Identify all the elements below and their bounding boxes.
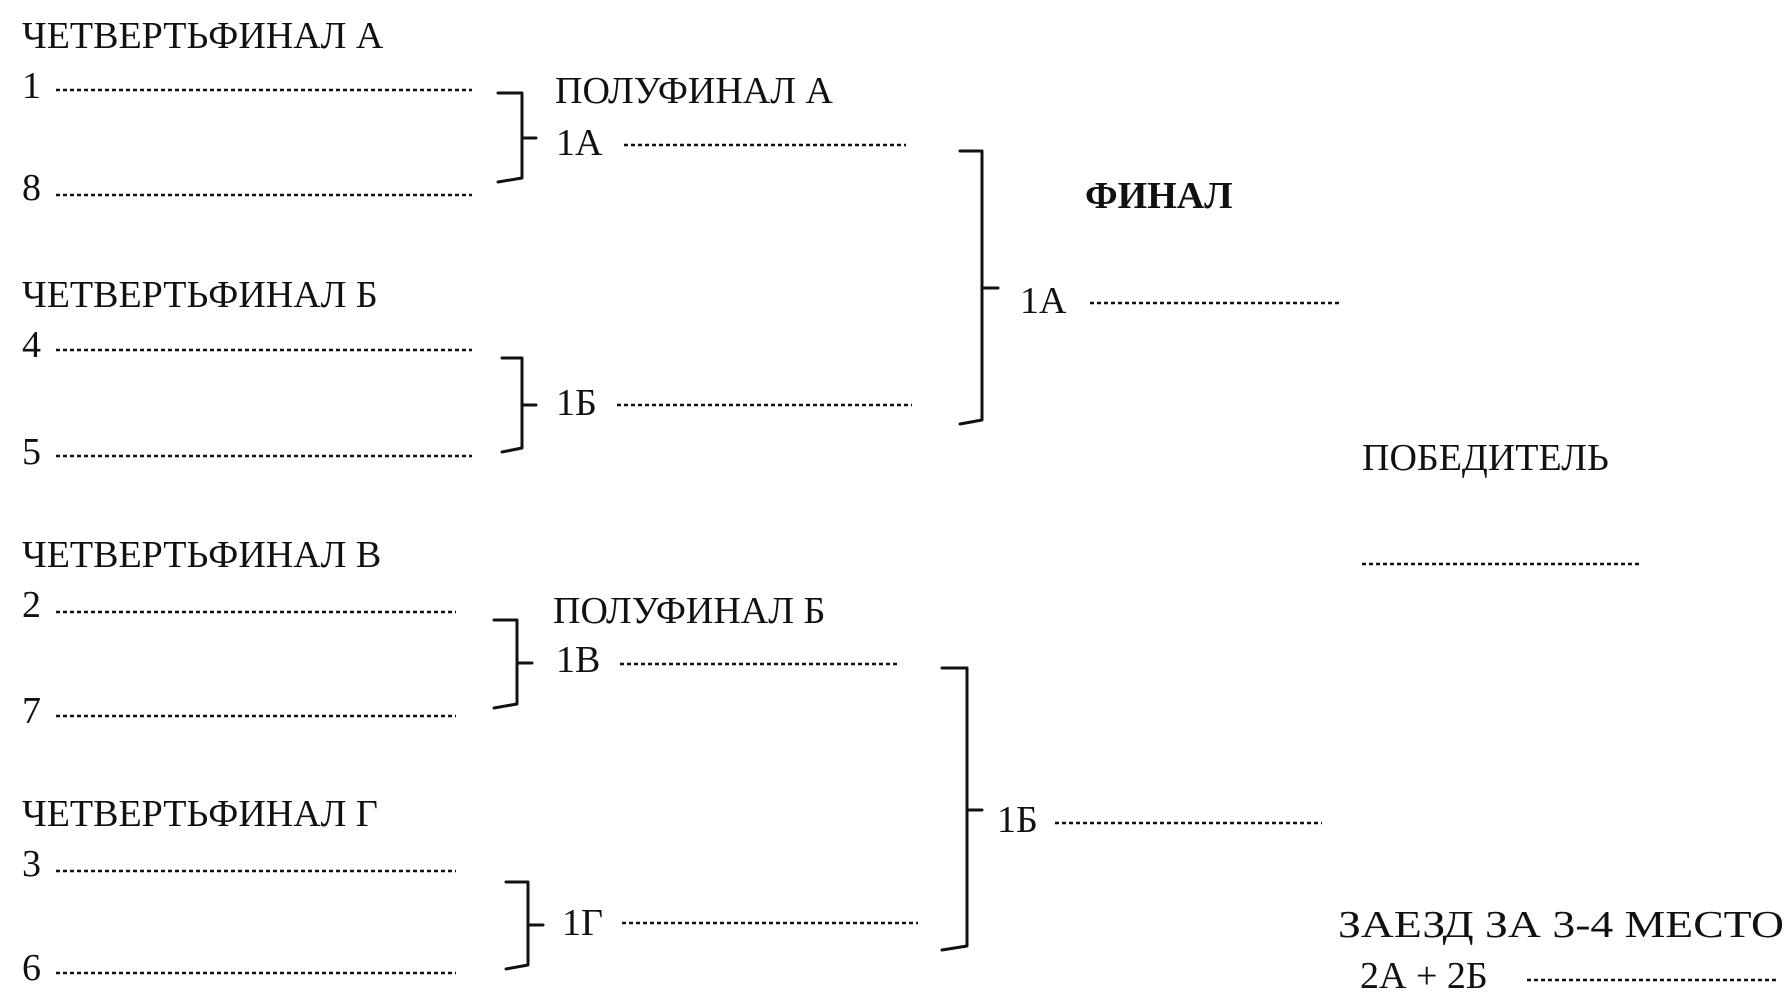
semifinal-b-entry-bottom: 1Г: [562, 902, 603, 944]
third-place-pairing: 2А + 2Б: [1360, 955, 1488, 997]
quarterfinal-b-bracket: [500, 356, 538, 454]
semifinal-b-title: ПОЛУФИНАЛ Б: [553, 590, 825, 632]
quarterfinal-v-bracket: [492, 618, 534, 710]
quarterfinal-a-bracket: [496, 91, 538, 184]
quarterfinal-v-seed-top: 2: [22, 584, 41, 626]
quarterfinal-v-title: ЧЕТВЕРТЬФИНАЛ В: [22, 534, 381, 576]
semifinal-a-entry-top: 1А: [556, 122, 603, 164]
semifinal-a-title: ПОЛУФИНАЛ А: [555, 70, 833, 112]
quarterfinal-v-seed-bottom: 7: [22, 690, 41, 732]
quarterfinal-b-title: ЧЕТВЕРТЬФИНАЛ Б: [22, 274, 378, 316]
quarterfinal-b-seed-top: 4: [22, 324, 41, 366]
quarterfinal-g-seed-top: 3: [22, 843, 41, 885]
quarterfinal-b-seed-bottom: 5: [22, 431, 41, 473]
semifinal-b-entry-top: 1В: [556, 639, 600, 681]
quarterfinal-g-title: ЧЕТВЕРТЬФИНАЛ Г: [22, 793, 378, 835]
third-place-title: ЗАЕЗД ЗА 3-4 МЕСТО: [1338, 904, 1784, 946]
final-title: ФИНАЛ: [1085, 175, 1233, 217]
final-entry-bottom: 1Б: [997, 799, 1038, 841]
final-entry-top: 1А: [1020, 280, 1067, 322]
quarterfinal-g-bracket: [504, 880, 545, 971]
semifinal-a-entry-bottom: 1Б: [556, 382, 597, 424]
quarterfinal-g-seed-bottom: 6: [22, 947, 41, 989]
quarterfinal-a-seed-bottom: 8: [22, 167, 41, 209]
quarterfinal-a-title: ЧЕТВЕРТЬФИНАЛ А: [22, 15, 384, 57]
quarterfinal-a-seed-top: 1: [22, 65, 41, 107]
semifinal-b-bracket: [940, 666, 984, 952]
winner-title: ПОБЕДИТЕЛЬ: [1362, 437, 1609, 479]
semifinal-a-bracket: [958, 149, 1000, 426]
